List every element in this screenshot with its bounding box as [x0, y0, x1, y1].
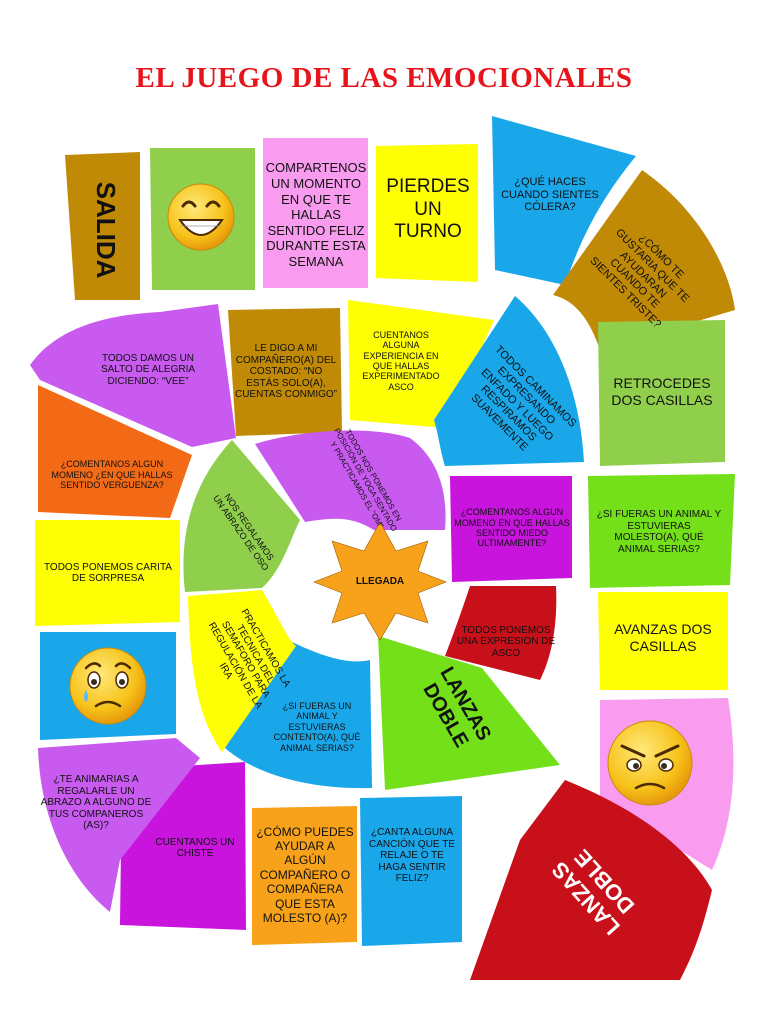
page-title: EL JUEGO DE LAS EMOCIONALES	[135, 62, 633, 94]
square-le-digo	[228, 308, 342, 436]
square-te-animarias	[38, 738, 200, 912]
square-comentanos-miedo	[450, 476, 572, 582]
square-todos-ponemos-sorpresa	[35, 520, 180, 626]
square-todos-caminamos	[434, 296, 584, 466]
square-comentanos-verguenza	[38, 385, 192, 518]
square-como-te	[553, 170, 735, 350]
square-pierdes	[376, 144, 478, 282]
square-si-fueras-contento	[225, 642, 372, 789]
square-todos-nos-ponemos	[255, 430, 446, 530]
sad-face-icon	[69, 647, 147, 725]
square-nos-regalamos	[183, 440, 300, 592]
square-salida	[65, 152, 140, 300]
square-lanzas-doble-1	[378, 636, 560, 790]
square-retrocedes	[598, 320, 725, 466]
square-si-fueras-molesto	[588, 474, 735, 588]
square-que-haces	[492, 116, 636, 285]
happy-face-icon	[167, 183, 235, 251]
square-como-puedes	[252, 806, 357, 945]
square-canta	[360, 796, 462, 946]
square-todos-damos	[30, 304, 236, 447]
square-lanzas-doble-2	[470, 780, 712, 980]
square-compartenos	[263, 138, 368, 288]
square-todos-ponemos-asco	[445, 586, 557, 680]
square-avanzas	[598, 592, 728, 690]
angry-face-icon	[607, 720, 693, 806]
square-practicamos	[188, 590, 296, 752]
llegada-star	[313, 521, 447, 641]
